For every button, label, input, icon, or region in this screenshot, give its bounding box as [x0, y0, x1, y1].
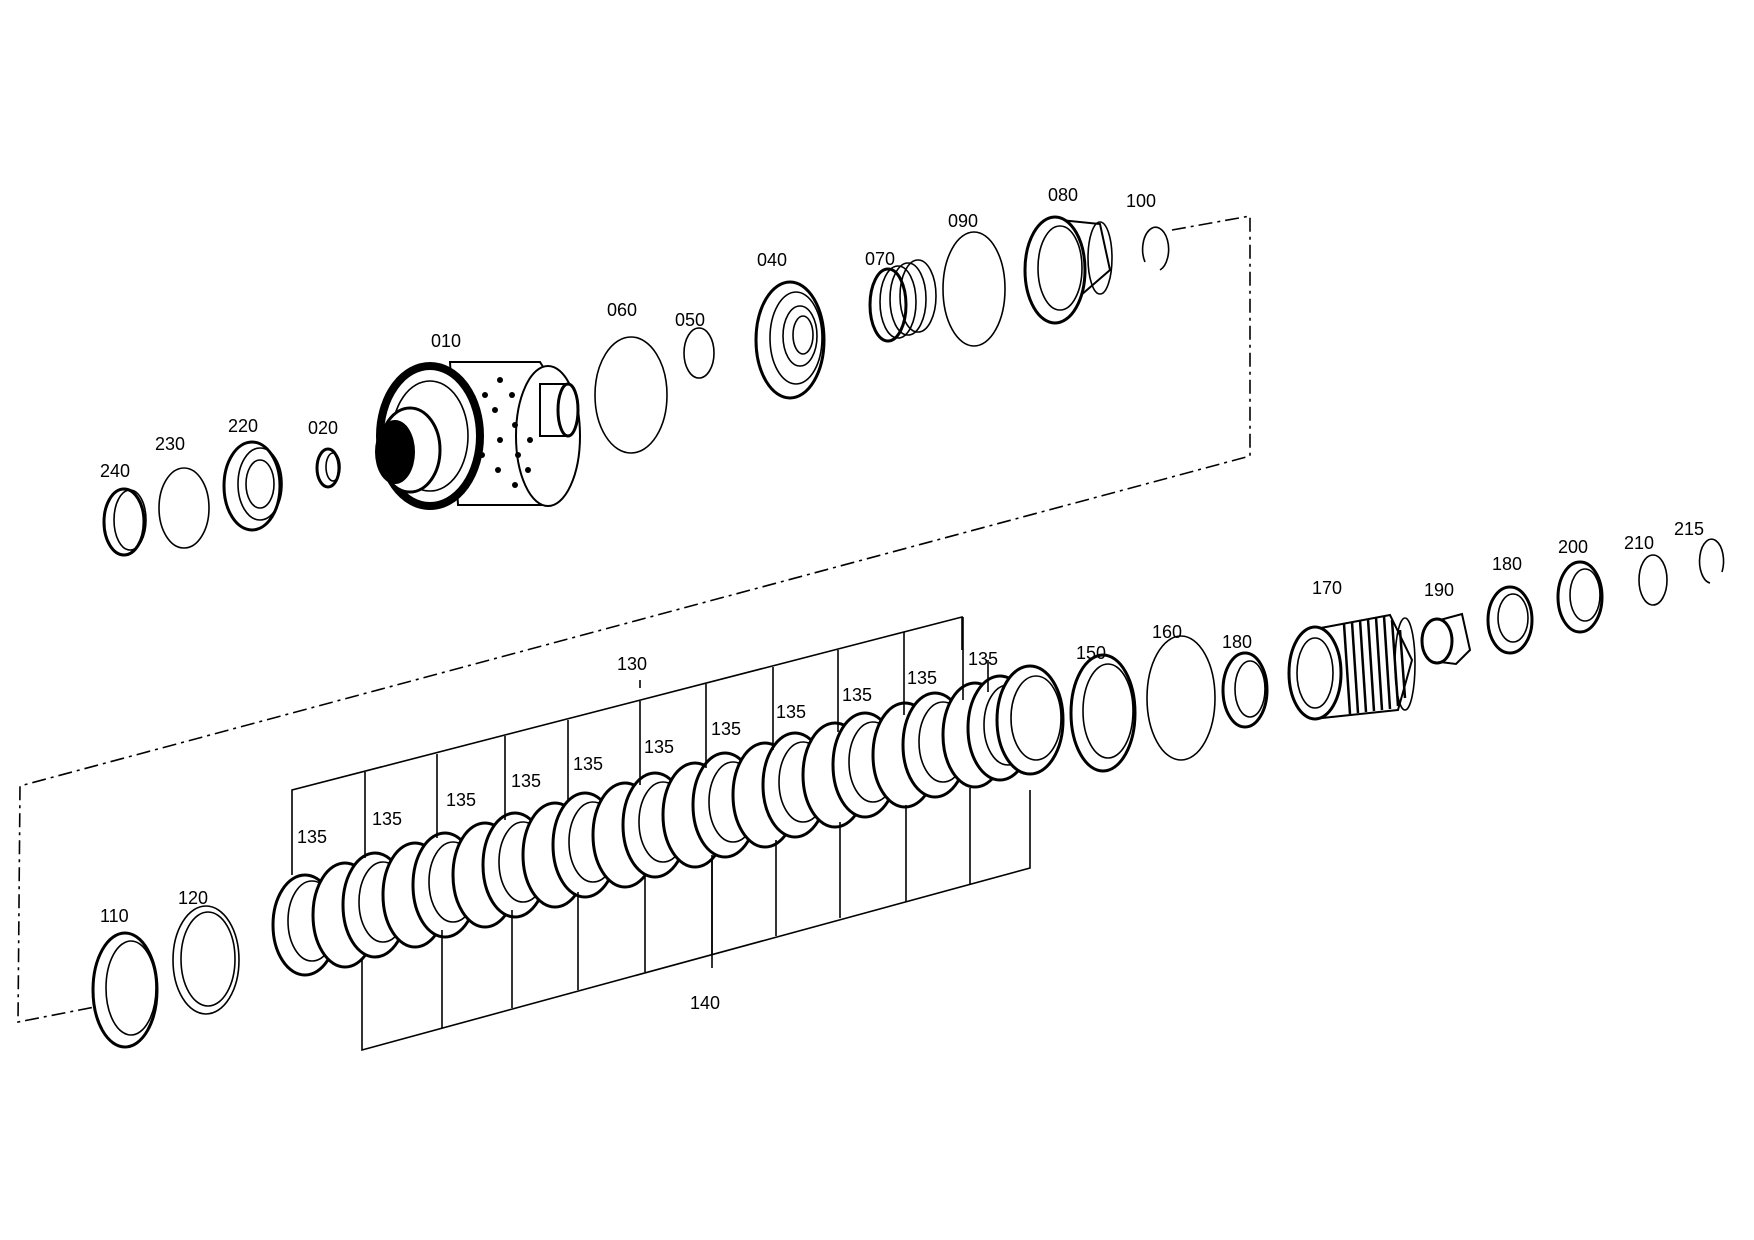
label-080: 080 — [1048, 185, 1078, 205]
part-080-disc-carrier — [1023, 215, 1113, 325]
part-200-bearing — [1556, 560, 1604, 634]
label-150: 150 — [1076, 643, 1106, 663]
label-135: 135 — [297, 827, 327, 847]
label-135: 135 — [446, 790, 476, 810]
part-120-ring — [172, 905, 240, 1015]
label-040: 040 — [757, 250, 787, 270]
part-010-clutch-carrier — [375, 361, 581, 510]
label-130: 130 — [617, 654, 647, 674]
label-135: 135 — [907, 668, 937, 688]
label-215: 215 — [1674, 519, 1704, 539]
label-170: 170 — [1312, 578, 1342, 598]
label-135: 135 — [511, 771, 541, 791]
label-020: 020 — [308, 418, 338, 438]
part-240-ring — [102, 487, 147, 557]
label-120: 120 — [178, 888, 208, 908]
label-110: 110 — [100, 906, 129, 926]
part-050-seal-ring — [683, 327, 715, 379]
part-180-bearing-b — [1486, 585, 1534, 655]
part-150-ring — [1069, 653, 1137, 773]
label-210: 210 — [1624, 533, 1654, 553]
part-070-spring — [868, 259, 937, 343]
label-135: 135 — [644, 737, 674, 757]
part-215-snap-ring — [1698, 538, 1725, 584]
label-060: 060 — [607, 300, 637, 320]
part-230-ring — [158, 467, 210, 549]
part-labels: 240 230 220 020 010 060 050 040 070 090 … — [100, 185, 1704, 1013]
label-180-a: 180 — [1222, 632, 1252, 652]
label-135: 135 — [711, 719, 741, 739]
label-230: 230 — [155, 434, 185, 454]
label-240: 240 — [100, 461, 130, 481]
part-090-seal-ring — [942, 231, 1006, 347]
part-170-hub — [1287, 613, 1416, 721]
label-135: 135 — [573, 754, 603, 774]
label-100: 100 — [1126, 191, 1156, 211]
label-050: 050 — [675, 310, 705, 330]
clutch-disc-pack — [271, 664, 1065, 977]
callout-brackets — [291, 615, 1031, 1052]
label-135: 135 — [776, 702, 806, 722]
part-190-sleeve — [1420, 612, 1472, 666]
part-220-bearing — [222, 440, 283, 532]
label-160: 160 — [1152, 622, 1182, 642]
label-090: 090 — [948, 211, 978, 231]
label-200: 200 — [1558, 537, 1588, 557]
part-160-seal-ring — [1146, 635, 1216, 761]
label-010: 010 — [431, 331, 461, 351]
part-040-piston — [754, 280, 826, 400]
label-140: 140 — [690, 993, 720, 1013]
part-110-ring — [91, 931, 159, 1049]
label-135: 135 — [372, 809, 402, 829]
part-100-snap-ring — [1141, 226, 1170, 271]
label-190: 190 — [1424, 580, 1454, 600]
label-135: 135 — [968, 649, 998, 669]
part-210-ring — [1638, 554, 1668, 606]
label-135: 135 — [842, 685, 872, 705]
part-180-bearing-a — [1221, 651, 1269, 729]
label-070: 070 — [865, 249, 895, 269]
label-220: 220 — [228, 416, 258, 436]
part-060-seal-ring — [594, 336, 668, 454]
label-180-b: 180 — [1492, 554, 1522, 574]
part-020-ring — [315, 447, 341, 489]
assembly-boundary-line — [17, 215, 1251, 1023]
